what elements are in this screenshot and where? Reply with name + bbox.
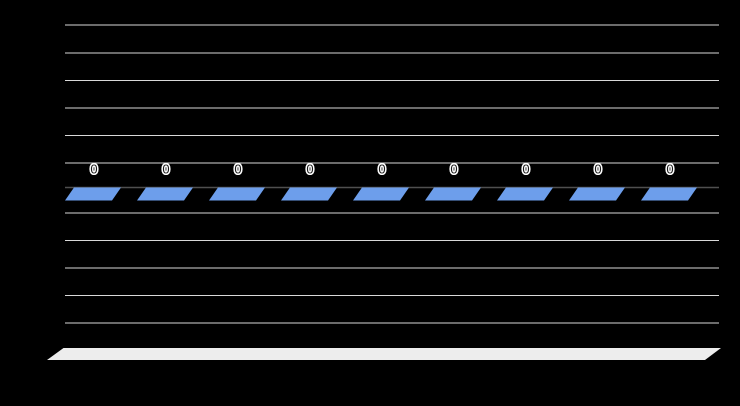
bar[interactable] <box>569 187 625 201</box>
bar[interactable] <box>65 187 121 201</box>
chart-floor <box>47 348 721 360</box>
bar[interactable] <box>209 187 265 201</box>
bar[interactable] <box>281 187 337 201</box>
bar-value-label: 0 <box>594 162 601 177</box>
bar[interactable] <box>641 187 697 201</box>
bar[interactable] <box>137 187 193 201</box>
bar-value-label: 0 <box>162 162 169 177</box>
bar[interactable] <box>353 187 409 201</box>
bar-value-label: 0 <box>450 162 457 177</box>
bar-value-label: 0 <box>306 162 313 177</box>
bar-value-label: 0 <box>90 162 97 177</box>
bar-value-label: 0 <box>666 162 673 177</box>
bar[interactable] <box>497 187 553 201</box>
bar-value-label: 0 <box>522 162 529 177</box>
bar-value-label: 0 <box>234 162 241 177</box>
bar-value-label: 0 <box>378 162 385 177</box>
bar[interactable] <box>425 187 481 201</box>
